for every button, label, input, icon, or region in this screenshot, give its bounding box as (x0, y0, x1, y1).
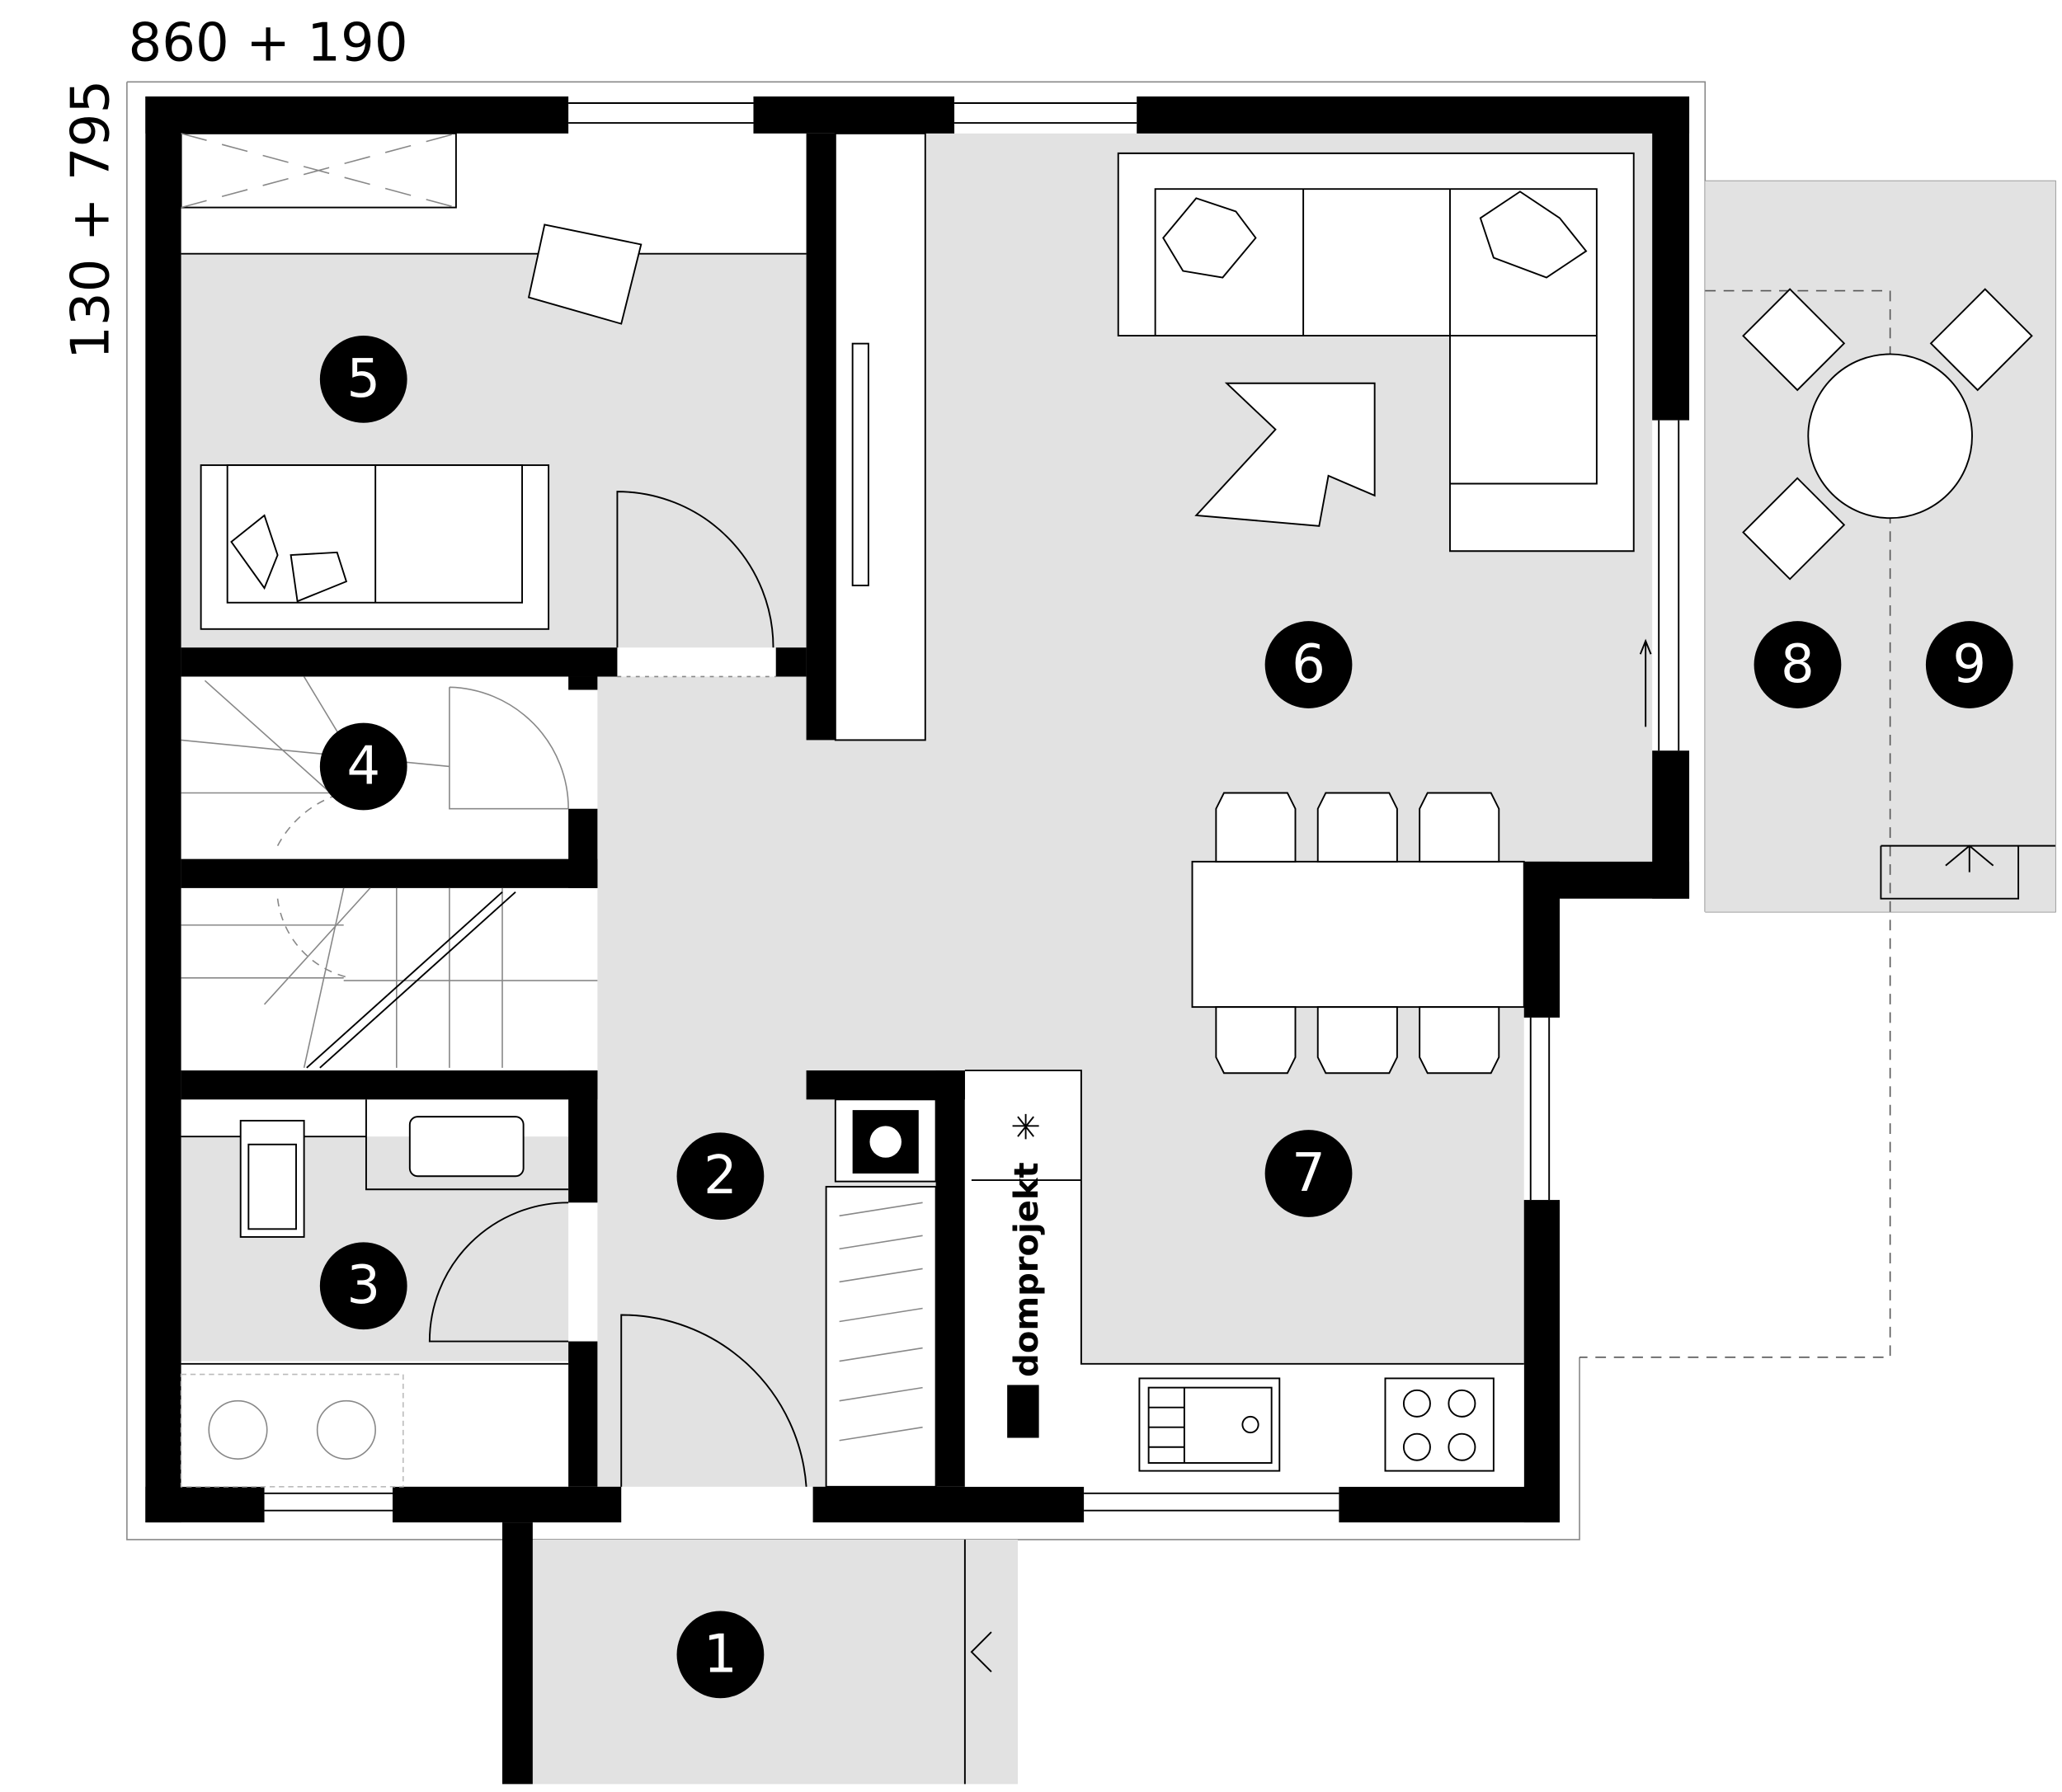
room-label-4: 4 (319, 722, 407, 811)
logo-text: domprojekt (1008, 1162, 1046, 1377)
svg-text:6: 6 (1292, 634, 1325, 695)
bathroom-fixtures (180, 1099, 569, 1488)
coffee-table (1194, 382, 1376, 527)
floor-areas (181, 133, 2055, 1785)
stairs (181, 676, 598, 1069)
room-label-3: 3 (319, 1242, 407, 1330)
room-label-6: 6 (1264, 621, 1353, 708)
windows (264, 102, 1680, 1512)
svg-text:8: 8 (1781, 634, 1815, 695)
svg-text:2: 2 (704, 1145, 737, 1206)
bedroom-furniture (180, 132, 807, 630)
domprojekt-logo: domprojekt (1007, 1162, 1046, 1438)
svg-text:1: 1 (704, 1624, 737, 1685)
svg-text:3: 3 (346, 1255, 380, 1316)
width-dimension-label: 860 + 190 (128, 13, 407, 74)
sofa (1117, 152, 1635, 553)
terrace (1579, 288, 2055, 1358)
dining-set (1191, 792, 1525, 1075)
tv-unit (834, 132, 926, 741)
depth-dimension-label: 130 + 795 (60, 80, 121, 360)
room-label-5: 5 (319, 336, 407, 423)
svg-text:7: 7 (1292, 1143, 1325, 1204)
svg-text:5: 5 (346, 349, 380, 410)
room-label-9: 9 (1925, 621, 2013, 708)
walls (145, 96, 1690, 1785)
kitchen (825, 1070, 1524, 1488)
room-label-1: 1 (676, 1611, 765, 1699)
tv-screen (851, 342, 869, 586)
svg-text:9: 9 (1952, 634, 1986, 695)
room-label-8: 8 (1754, 621, 1842, 708)
doors (428, 491, 1652, 1785)
room-label-7: 7 (1264, 1130, 1353, 1217)
svg-text:4: 4 (346, 736, 380, 797)
room-label-2: 2 (676, 1132, 765, 1221)
